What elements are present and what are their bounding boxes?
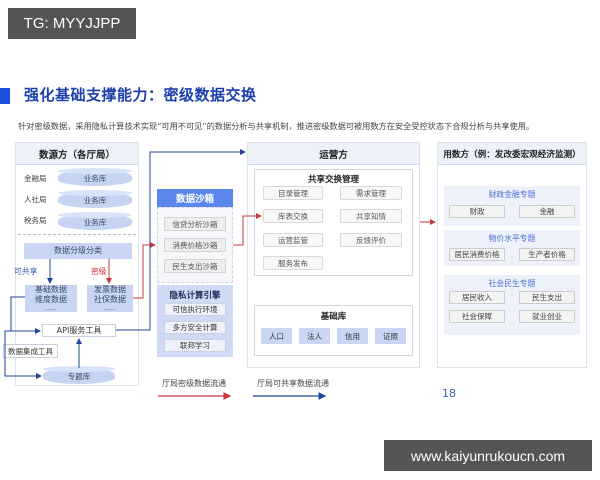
topic-item-livelihood-expenditure[interactable]: 民生支出 [519, 291, 575, 304]
feedback-evaluation[interactable]: 反馈评价 [340, 233, 402, 247]
data-sandbox-title: 数据沙箱 [157, 189, 233, 207]
business-db-label: 业务库 [83, 195, 107, 205]
base-population[interactable]: 人口 [261, 328, 292, 344]
data-classification-box: 数据分级分类 [24, 243, 132, 259]
org-label-finance: 金融局 [24, 174, 47, 183]
privacy-engine-title: 隐私计算引擎 [169, 291, 221, 301]
demand-management[interactable]: 需求管理 [340, 186, 402, 200]
sandbox-consumer-price[interactable]: 消费价格沙箱 [164, 238, 226, 252]
business-db-label: 业务库 [83, 217, 107, 227]
shareable-item: …… [45, 304, 57, 312]
multi-party-computation[interactable]: 多方安全计算 [164, 321, 226, 334]
topic-db-label: 专题库 [67, 371, 91, 381]
secret-item: 发票数据 [94, 284, 126, 294]
topic-title: 社会民生专题 [488, 279, 536, 288]
topic-item-fiscal[interactable]: 财政 [449, 205, 505, 218]
catalog-management[interactable]: 目录管理 [263, 186, 323, 200]
data-integration-tool[interactable]: 数据集成工具 [3, 344, 58, 358]
title-accent-bar [0, 88, 10, 104]
page-title: 强化基础支撑能力：密级数据交换 [24, 86, 257, 104]
service-publishing[interactable]: 服务发布 [263, 256, 323, 270]
topic-social-livelihood: 社会民生专题 [444, 275, 580, 335]
topic-item-finance[interactable]: 金融 [519, 205, 575, 218]
page-number: 18 [442, 387, 456, 400]
consumer-title: 用数方（例：发改委宏观经济监测） [438, 143, 586, 165]
shareable-tag: 可共享 [14, 267, 38, 276]
org-label-hr: 人社局 [24, 195, 47, 204]
business-db-hr: 业务库 [58, 190, 132, 208]
federated-learning[interactable]: 联邦学习 [164, 339, 226, 352]
base-license[interactable]: 证照 [375, 328, 406, 344]
legend-share-flow: 厅局可共享数据流通 [257, 379, 329, 388]
secret-item: …… [104, 304, 116, 312]
topic-item-employment[interactable]: 就业创业 [519, 310, 575, 323]
business-db-finance: 业务库 [58, 168, 132, 186]
org-label-tax: 税务局 [24, 216, 47, 225]
sandbox-credit-analysis[interactable]: 信贷分析沙箱 [164, 217, 226, 231]
base-legal-entity[interactable]: 法人 [299, 328, 330, 344]
data-source-title: 数源方（各厅局） [16, 143, 138, 165]
trusted-execution-env[interactable]: 可信执行环境 [164, 303, 226, 316]
topic-item-cpi[interactable]: 居民消费价格 [449, 248, 505, 261]
shareable-item: 维度数据 [35, 294, 67, 304]
business-db-label: 业务库 [83, 173, 107, 183]
sandbox-livelihood-expenditure[interactable]: 民生支出沙箱 [164, 259, 226, 273]
business-db-tax: 业务库 [58, 212, 132, 230]
shareable-data-block: 基础数据 维度数据 …… [25, 285, 77, 312]
legend-secret-flow: 厅局密级数据流通 [162, 379, 226, 388]
table-exchange[interactable]: 库表交换 [263, 209, 323, 223]
secret-tag: 密级 [91, 267, 107, 276]
operator-title: 运营方 [248, 143, 419, 165]
secret-item: 社保数据 [94, 294, 126, 304]
topic-title: 物价水平专题 [488, 234, 536, 243]
topic-db: 专题库 [43, 366, 115, 384]
operation-supervision[interactable]: 运营监管 [263, 233, 323, 247]
topic-item-ppi[interactable]: 生产者价格 [519, 248, 575, 261]
base-credit[interactable]: 信用 [337, 328, 368, 344]
shareable-item: 基础数据 [35, 284, 67, 294]
secret-data-block: 发票数据 社保数据 …… [87, 285, 133, 312]
sharing-notification[interactable]: 共享知情 [340, 209, 402, 223]
watermark-top: TG: MYYJJPP [8, 8, 136, 39]
topic-title: 财政金融专题 [488, 190, 536, 199]
base-library-title: 基础库 [320, 312, 347, 322]
exchange-management-title: 共享交换管理 [307, 175, 359, 185]
topic-item-resident-income[interactable]: 居民收入 [449, 291, 505, 304]
divider-dashed [18, 234, 136, 235]
topic-item-social-security[interactable]: 社会保障 [449, 310, 505, 323]
watermark-bottom: www.kaiyunrukoucn.com [384, 440, 592, 471]
api-service-tool[interactable]: API服务工具 [42, 324, 116, 337]
page-subtitle: 针对密级数据，采用隐私计算技术实现“可用不可见”的数据分析与共享机制，推进密级数… [18, 121, 535, 131]
